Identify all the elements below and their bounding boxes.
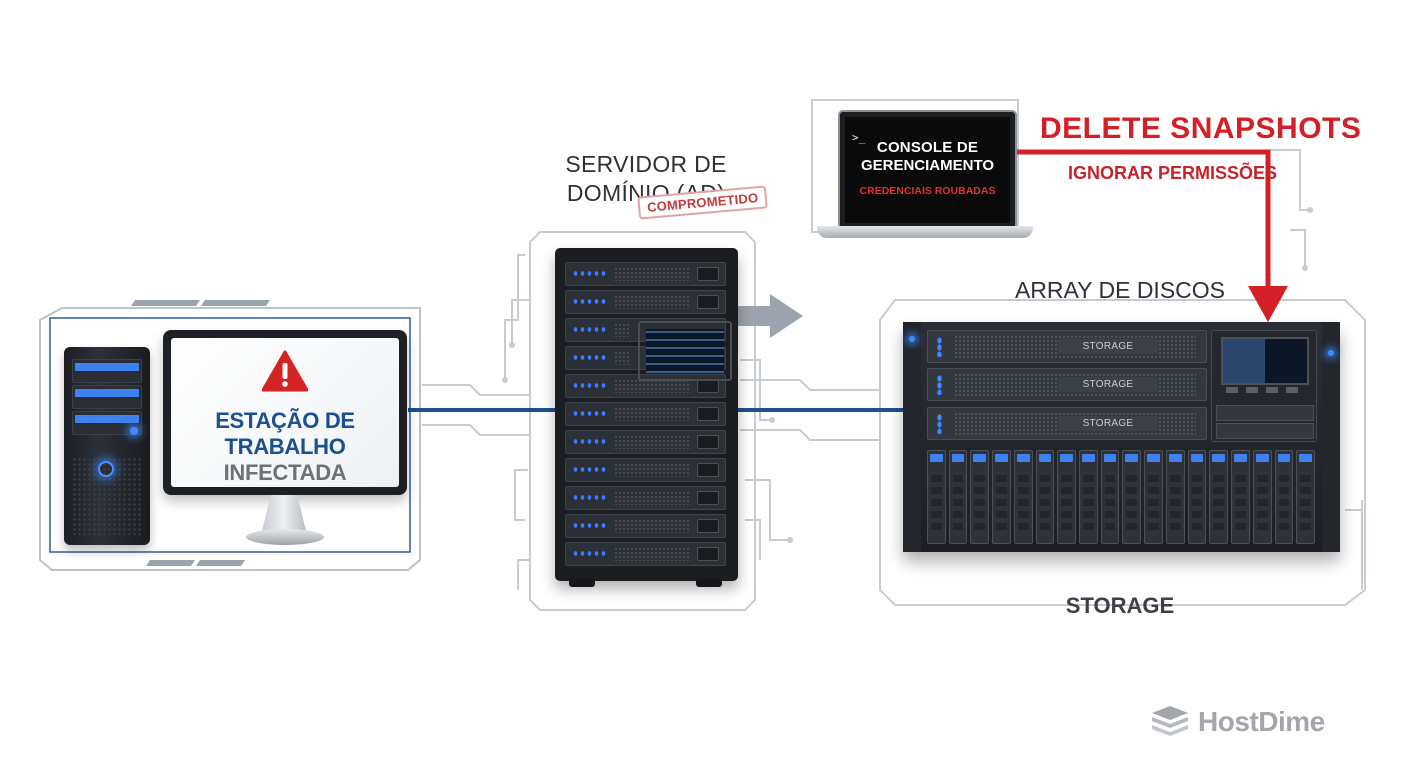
- drive-bay: [1252, 450, 1272, 544]
- server-unit: [565, 542, 726, 566]
- workstation-monitor: ESTAÇÃO DE TRABALHO INFECTADA: [163, 330, 407, 495]
- domain-server-rack: [555, 248, 738, 587]
- hostdime-logo-icon: [1152, 706, 1188, 736]
- drive-bay: [1209, 450, 1229, 544]
- array-rack-ear: [1322, 322, 1340, 552]
- monitor-stand: [262, 495, 306, 531]
- management-laptop: >_ CONSOLE DE GERENCIAMENTO CREDENCIAIS …: [838, 110, 1017, 230]
- array-led: [909, 336, 915, 342]
- controller-slot: [1216, 405, 1314, 421]
- drive-bays: [927, 450, 1315, 544]
- rack-foot: [696, 579, 722, 587]
- array-controller: [1211, 330, 1317, 442]
- power-button-icon: [98, 461, 114, 477]
- disk-array: STORAGE STORAGE STORAGE: [903, 322, 1340, 552]
- terminal-icon: >_: [852, 131, 866, 144]
- stolen-credentials-text: CREDENCIAIS ROUBADAS: [859, 185, 996, 197]
- hostdime-logo-text: HostDime: [1198, 706, 1325, 737]
- storage-drawer: STORAGE: [927, 407, 1207, 440]
- drive-bay: [1100, 450, 1120, 544]
- drive-bay: [72, 385, 142, 409]
- server-unit: [565, 374, 726, 398]
- hostdime-logo: HostDime: [1150, 705, 1325, 739]
- drive-bay: [948, 450, 968, 544]
- storage-drawer-label: STORAGE: [1058, 339, 1158, 354]
- disk-array-title: ARRAY DE DISCOS: [1014, 277, 1226, 303]
- attack-arrowhead: [1248, 286, 1288, 322]
- server-unit: [565, 290, 726, 314]
- drive-bay: [1122, 450, 1142, 544]
- array-led: [1328, 350, 1334, 356]
- server-lcd-panel: [638, 321, 732, 381]
- laptop-screen: >_ CONSOLE DE GERENCIAMENTO CREDENCIAIS …: [845, 117, 1010, 223]
- drive-bay: [1144, 450, 1163, 544]
- drive-bay: [1187, 450, 1207, 544]
- server-unit: [565, 458, 726, 482]
- drive-bay: [1296, 450, 1315, 544]
- drive-bay: [1057, 450, 1077, 544]
- drive-bay: [970, 450, 990, 544]
- drive-bay: [1013, 450, 1033, 544]
- drive-bay: [1165, 450, 1185, 544]
- controller-buttons: [1226, 387, 1304, 393]
- storage-drawer: STORAGE: [927, 330, 1207, 363]
- workstation-label-line1: ESTAÇÃO DE: [215, 408, 355, 433]
- server-unit: [565, 402, 726, 426]
- array-rack-ear: [903, 322, 921, 552]
- server-unit: [565, 262, 726, 286]
- storage-drawer-label: STORAGE: [1058, 377, 1158, 392]
- delete-snapshots-title: DELETE SNAPSHOTS: [1040, 112, 1362, 145]
- status-led: [130, 427, 138, 435]
- monitor-base: [246, 529, 324, 545]
- monitor-screen: ESTAÇÃO DE TRABALHO INFECTADA: [171, 338, 399, 487]
- storage-drawer-label: STORAGE: [1058, 416, 1158, 431]
- drive-bay: [927, 450, 946, 544]
- server-unit: [565, 486, 726, 510]
- flow-arrow: [738, 294, 803, 338]
- drive-bay: [1035, 450, 1055, 544]
- laptop-base: [817, 226, 1033, 238]
- storage-caption: STORAGE: [1065, 593, 1175, 618]
- attack-path: [1012, 149, 1271, 290]
- server-unit: [565, 514, 726, 538]
- server-unit: [565, 430, 726, 454]
- warning-icon: [262, 350, 308, 392]
- controller-slot: [1216, 423, 1314, 439]
- console-title-line2: GERENCIAMENTO: [860, 157, 995, 174]
- controller-screen: [1221, 337, 1309, 385]
- rack-foot: [569, 579, 595, 587]
- workstation-status: INFECTADA: [223, 460, 347, 485]
- console-title-line1: CONSOLE DE: [876, 139, 979, 156]
- drive-bay: [1079, 450, 1098, 544]
- ignore-permissions-text: IGNORAR PERMISSÕES: [1068, 163, 1278, 183]
- workstation-label-line2: TRABALHO: [224, 434, 346, 459]
- drive-bay: [72, 359, 142, 383]
- workstation-tower: [64, 347, 150, 545]
- storage-drawer: STORAGE: [927, 368, 1207, 401]
- drive-bay: [1231, 450, 1250, 544]
- drive-bay: [992, 450, 1011, 544]
- drive-bay: [1274, 450, 1294, 544]
- domain-server-title-line1: SERVIDOR DE: [565, 151, 727, 177]
